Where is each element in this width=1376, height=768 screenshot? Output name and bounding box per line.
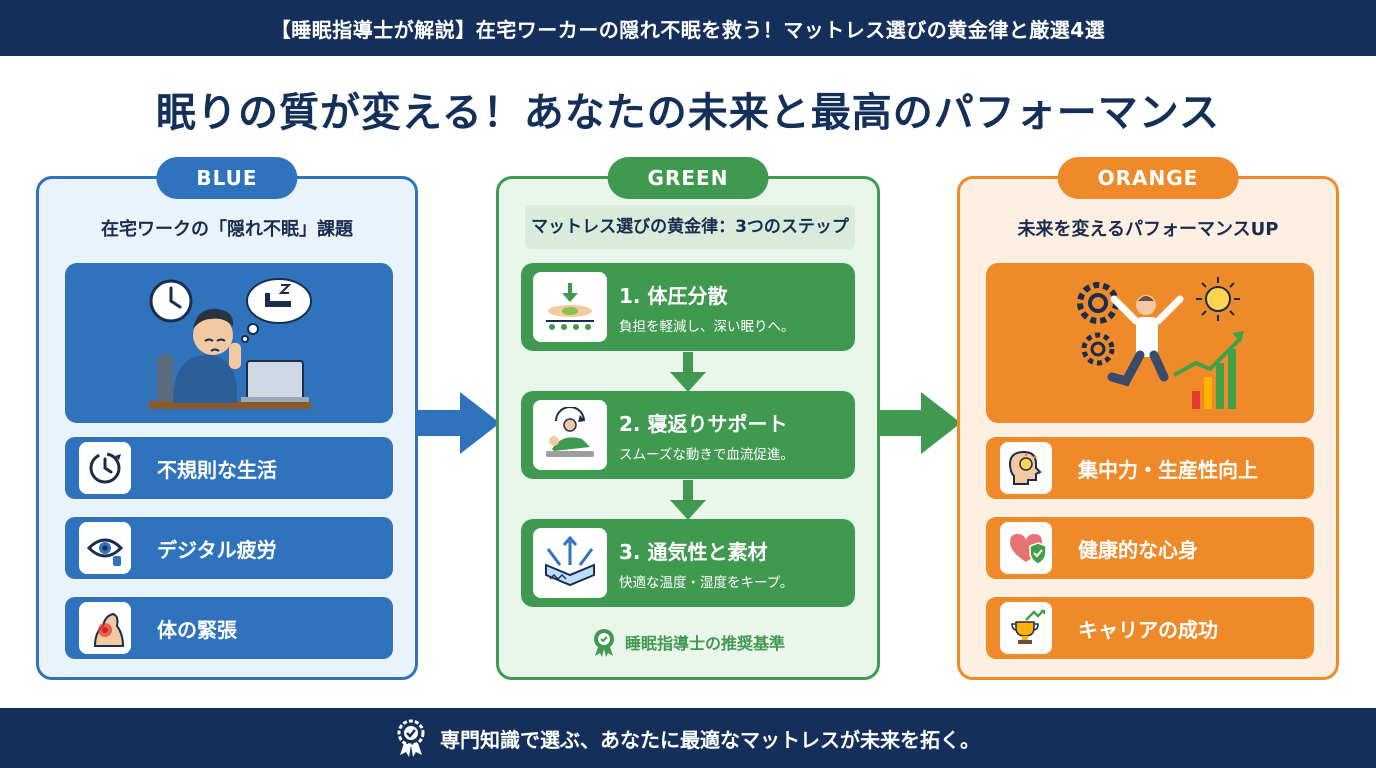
orange-item-label: キャリアの成功 [1078, 617, 1218, 642]
bottom-banner: 専門知識で選ぶ、あなたに最適なマットレスが未来を拓く。 [0, 708, 1376, 768]
green-panel-title: マットレス選びの黄金律：3つのステップ [525, 205, 855, 249]
blue-panel-title: 在宅ワークの「隠れ不眠」課題 [101, 219, 353, 240]
recommendation-note-text: 睡眠指導士の推奨基準 [624, 634, 785, 653]
orange-item-label: 健康的な心身 [1078, 537, 1198, 562]
thought-bubble-icon [241, 278, 312, 343]
orange-item-career: キャリアの成功 [986, 597, 1314, 659]
step-description: 快適な温度・湿度をキープ。 [619, 574, 794, 591]
neck-tension-icon [79, 602, 131, 654]
step-title: 3. 通気性と素材 [619, 539, 768, 564]
award-ribbon-icon [397, 719, 425, 757]
step-down-arrow [670, 352, 706, 392]
award-badge-icon [593, 629, 614, 657]
tired-worker-icon [173, 308, 241, 403]
growth-chart-icon [1173, 331, 1244, 409]
step-title: 1. 体圧分散 [619, 283, 728, 308]
breathability-icon [533, 528, 607, 598]
blue-item-label: 体の緊張 [157, 617, 237, 642]
flow-arrow-green-to-orange [877, 392, 961, 454]
trophy-growth-icon [1000, 602, 1052, 654]
footer-message: 専門知識で選ぶ、あなたに最適なマットレスが未来を拓く。 [440, 727, 980, 752]
focus-brain-icon [1000, 442, 1052, 494]
wall-clock-icon [149, 279, 193, 323]
orange-hero-illustration [986, 263, 1314, 423]
eye-strain-icon [79, 522, 131, 574]
blue-item-body-tension: 体の緊張 [65, 597, 393, 659]
banner-text: 【睡眠指導士が解説】在宅ワーカーの隠れ不眠を救う！マットレス選びの黄金律と厳選4… [270, 17, 1106, 42]
pressure-distribution-icon [533, 272, 607, 342]
top-banner: 【睡眠指導士が解説】在宅ワーカーの隠れ不眠を救う！マットレス選びの黄金律と厳選4… [0, 0, 1376, 56]
recommendation-note: 睡眠指導士の推奨基準 [499, 627, 877, 657]
sun-icon [1196, 277, 1240, 321]
blue-item-label: 不規則な生活 [157, 457, 277, 482]
irregular-clock-icon [79, 442, 131, 494]
green-panel: GREEN マットレス選びの黄金律：3つのステップ 1. 体圧分散 負担を軽減し… [496, 157, 880, 680]
orange-item-label: 集中力・生産性向上 [1078, 457, 1258, 482]
jumping-person-icon [1107, 295, 1184, 387]
orange-item-focus: 集中力・生産性向上 [986, 437, 1314, 499]
step-title: 2. 寝返りサポート [619, 411, 788, 436]
blue-panel: BLUE 在宅ワークの「隠れ不眠」課題 [36, 157, 418, 680]
step-down-arrow [670, 480, 706, 520]
step-breathability: 3. 通気性と素材 快適な温度・湿度をキープ。 [521, 519, 855, 607]
blue-item-digital-fatigue: デジタル疲労 [65, 517, 393, 579]
step-description: 負担を軽減し、深い眠りへ。 [619, 318, 795, 335]
main-headline: 眠りの質が変える！あなたの未来と最高のパフォーマンス [156, 90, 1220, 136]
step-description: スムーズな動きで血流促進。 [619, 446, 794, 463]
blue-hero-illustration [65, 263, 393, 423]
blue-item-irregular-life: 不規則な生活 [65, 437, 393, 499]
step-pressure-distribution: 1. 体圧分散 負担を軽減し、深い眠りへ。 [521, 263, 855, 351]
orange-item-health: 健康的な心身 [986, 517, 1314, 579]
heart-shield-icon [1000, 522, 1052, 574]
orange-panel: ORANGE 未来を変えるパフォーマンスUP [957, 157, 1339, 680]
orange-panel-title: 未来を変えるパフォーマンスUP [1017, 219, 1279, 240]
laptop-icon [241, 360, 309, 402]
blue-pill: BLUE [156, 157, 298, 199]
green-pill: GREEN [607, 157, 769, 199]
flow-arrow-blue-to-green [416, 392, 500, 454]
orange-pill: ORANGE [1057, 157, 1239, 199]
rolling-over-icon [533, 400, 607, 470]
gears-icon [1077, 282, 1119, 366]
step-rolling-support: 2. 寝返りサポート スムーズな動きで血流促進。 [521, 391, 855, 479]
blue-item-label: デジタル疲労 [157, 537, 277, 562]
